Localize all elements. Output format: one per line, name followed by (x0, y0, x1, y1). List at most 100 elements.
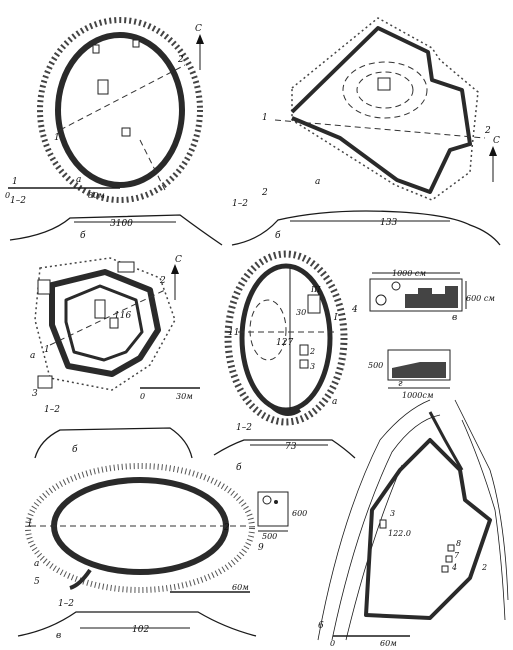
fig4-mark-3: 3 (310, 362, 315, 371)
fig4-mark: 127 (276, 338, 293, 348)
fig4-gate (268, 403, 302, 416)
fig4-point-2: I (333, 313, 338, 323)
fig3-tower (37, 279, 51, 295)
fig4-profile-width: 73 (285, 442, 297, 452)
fig6-mark-elev: 122.0 (388, 529, 411, 538)
fig3-scale-zero: 0 (140, 392, 145, 401)
fig2-rampart (290, 26, 472, 194)
fig6-scale-zero: 0 (330, 639, 335, 648)
fig6-feature (441, 565, 449, 573)
fig6-mark-8: 8 (456, 539, 461, 548)
fig1-plan (8, 17, 204, 203)
fig4g-fill (392, 362, 446, 378)
fig5-point-1: 1 (27, 519, 33, 529)
fig5-house-post (274, 500, 278, 504)
fig3-profile-curve (34, 427, 193, 459)
fig5-house-outline (257, 491, 289, 527)
fig6-contour (317, 399, 431, 641)
fig1-point-2: 2 (177, 55, 184, 65)
fig3-feature (94, 299, 106, 319)
fig5-house-plan (257, 491, 289, 532)
fig5-profile (17, 611, 257, 637)
fig3-rampart (49, 269, 161, 377)
fig2-plan (274, 17, 497, 201)
fig5-label-v: в (56, 631, 61, 641)
fig5-house-height: 600 (292, 509, 307, 518)
fig4-point-1: 11 (228, 328, 239, 338)
fig4g-label: г (398, 379, 403, 389)
fig4-label-num: 4 (351, 305, 358, 315)
fig4-profile-curve (213, 439, 356, 459)
fig5-label-a: а (34, 559, 39, 569)
fig1-feature (132, 39, 140, 48)
fig4-feature (307, 294, 321, 314)
fig2-point-1: 1 (262, 113, 268, 123)
fig2-feature (377, 77, 391, 91)
fig1-feature (121, 127, 131, 137)
fig1-outer-ditch (37, 17, 203, 203)
fig2-profile-curve (231, 210, 501, 246)
fig1-rampart (55, 32, 185, 188)
fig1-section-line (59, 64, 186, 131)
fig6-feature (445, 555, 453, 563)
fig4-profile-label: 1–2 (236, 423, 252, 433)
fig6-mark-7: 7 (454, 551, 460, 560)
fig6-mark-2: 2 (481, 563, 487, 572)
fig3-point-1: 1 (44, 345, 50, 355)
fig1-profile-label: 1–2 (10, 196, 26, 206)
fig4-rampart (239, 263, 333, 413)
fig6-scale-len: 60м (380, 639, 397, 648)
fig2-label-b: б (275, 230, 281, 241)
fig6-mark-3: 3 (390, 509, 395, 518)
fig1-north-arrowhead (196, 34, 204, 44)
fig4g-height: 500 (368, 361, 383, 370)
fig2-north: С (493, 136, 500, 146)
fig1-scale-zero: 0 (5, 191, 10, 200)
fig4-label-b: б (236, 462, 242, 473)
fig3-label-num: 3 (32, 389, 38, 399)
fig5-plan (25, 463, 255, 593)
fig5-gate (69, 568, 92, 590)
fig2-contour (342, 61, 428, 119)
fig5-point-2: 2 (223, 523, 230, 533)
fig4v-length: 1000 см (392, 269, 426, 278)
fig5-scale-len: 60м (232, 583, 249, 592)
fig1-scale-len: 80м (88, 191, 105, 200)
fig3-inner-wall (64, 284, 144, 362)
fig4g-house-section (387, 349, 451, 389)
fig6-feature (379, 519, 387, 529)
fig6-contour (331, 414, 441, 641)
fig2-profile (231, 210, 501, 246)
fig1-profile (9, 214, 223, 246)
fig4-label-a: а (332, 397, 337, 407)
fig5-house-length: 500 (262, 532, 277, 541)
fig6-mark-4: 4 (451, 563, 457, 572)
fig4-contour (249, 299, 287, 361)
fig3-north: С (175, 255, 182, 265)
fig4-plan (224, 250, 348, 426)
fig2-contour (356, 71, 414, 109)
fig2-label-a: а (315, 177, 320, 187)
fig5-profile-curve (17, 611, 257, 637)
fig6-plan (317, 399, 509, 641)
fig2-label-num: 2 (261, 188, 268, 198)
fig6-rampart (364, 438, 492, 620)
fig4-feature (299, 359, 309, 369)
fig1-feature (92, 44, 100, 54)
fig3-plan (34, 257, 200, 391)
fig1-label-b: б (80, 230, 86, 241)
fig4g-length: 1000см (402, 391, 434, 400)
fig3-profile-label: 1–2 (44, 405, 60, 415)
fig2-profile-label: 1–2 (232, 199, 248, 209)
fig4-mark-2: 2 (309, 347, 315, 356)
fig3-tower (117, 261, 135, 273)
fig3-scale-len: 30м (176, 392, 193, 401)
fig4v-pit (391, 281, 401, 291)
fig5-profile-label: 1–2 (58, 599, 74, 609)
fig1-label-a: а (76, 175, 81, 185)
fig2-north-arrowhead (489, 146, 497, 156)
fig5-house-hearth (262, 495, 272, 505)
fig3-label-a: а (30, 351, 35, 361)
fig4v-height: 600 см (466, 294, 495, 303)
fig3-tower (37, 375, 53, 389)
